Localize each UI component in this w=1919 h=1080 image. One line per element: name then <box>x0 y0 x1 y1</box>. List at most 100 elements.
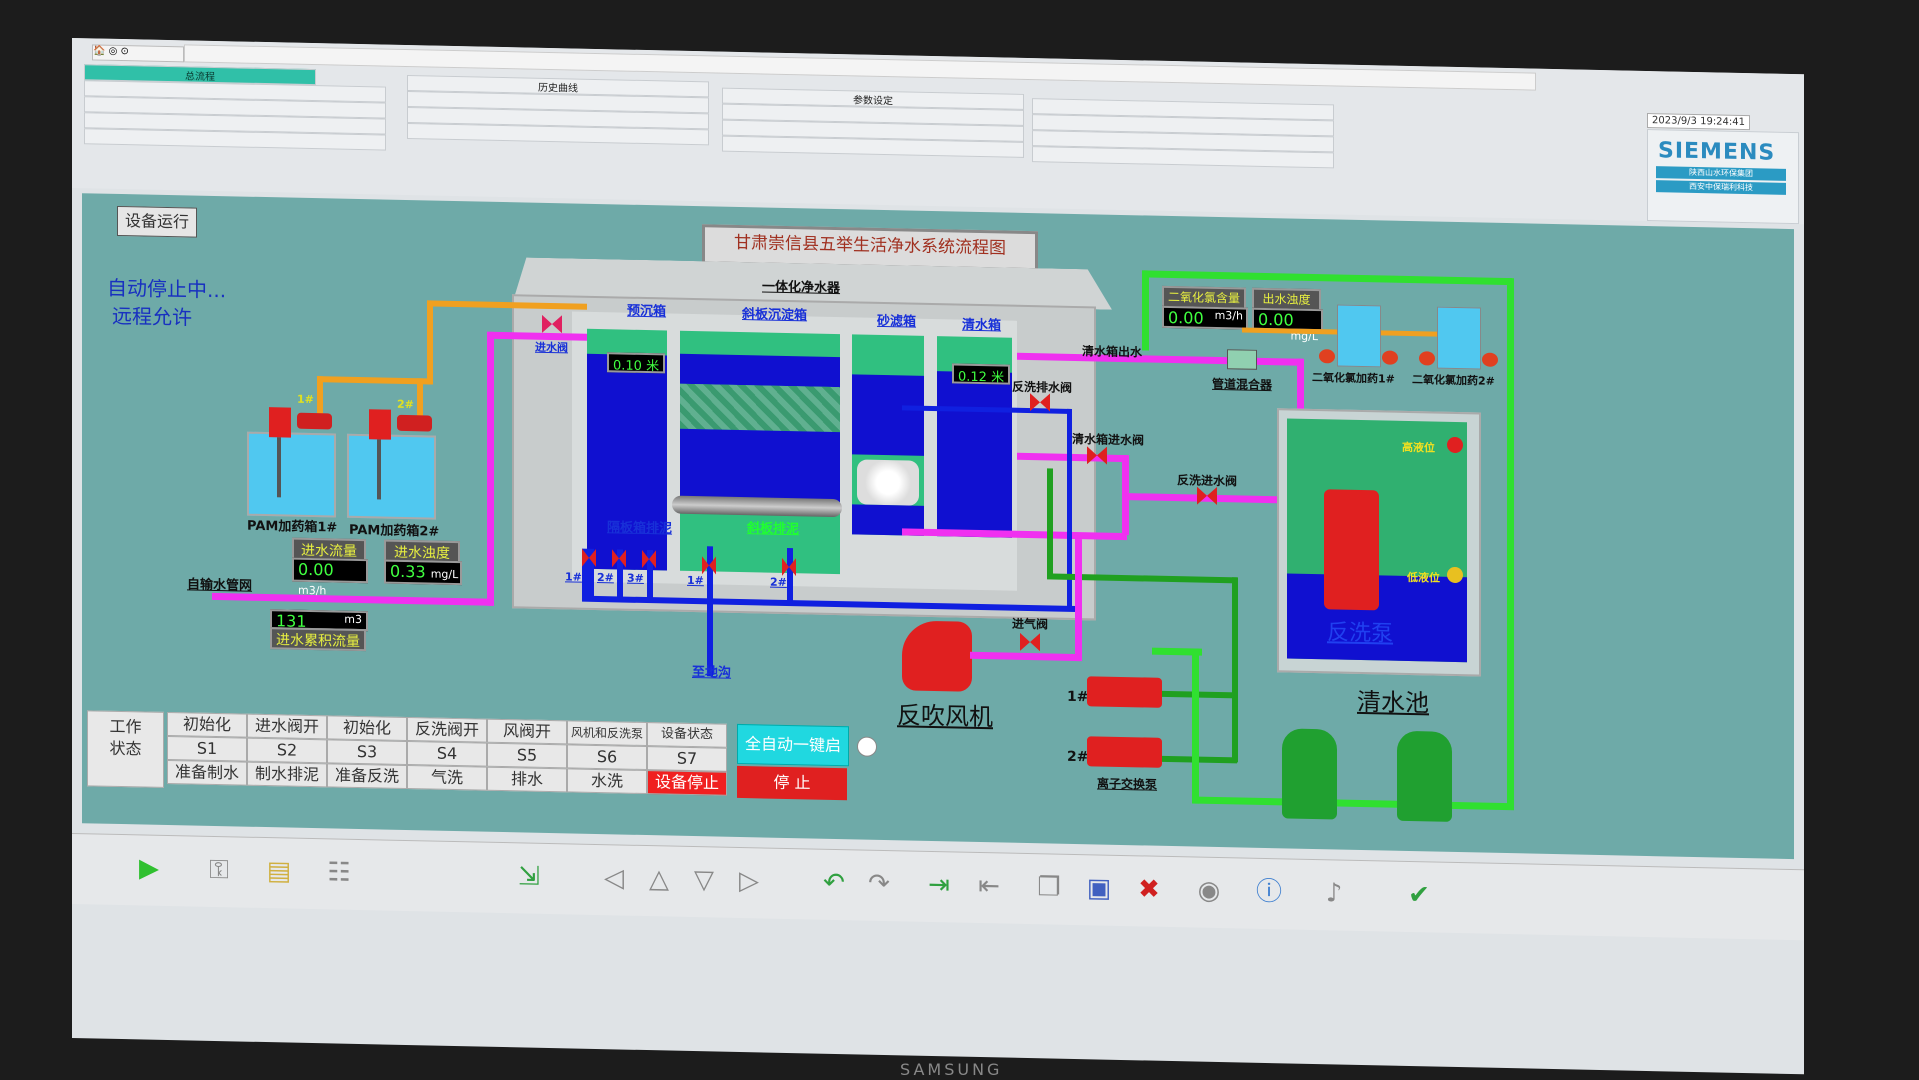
step-bottom: 准备反洗 <box>327 763 407 790</box>
pump-icon[interactable] <box>1382 350 1398 365</box>
mixer-label: 管道混合器 <box>1212 376 1273 393</box>
equipment-run-button[interactable]: 设备运行 <box>117 205 197 238</box>
work-status-label: 工作 状态 <box>87 710 164 788</box>
auto-start-button[interactable]: 全自动一键启动 <box>737 723 849 792</box>
low-level-label: 低液位 <box>1407 570 1440 585</box>
play-icon[interactable]: ▶ <box>139 853 159 884</box>
slant-water-top <box>680 353 840 388</box>
step-s7[interactable]: 设备状态 S7 设备停止 <box>647 722 727 799</box>
step-s3[interactable]: 初始化 S3 准备反洗 <box>327 715 407 792</box>
clo2-doser-tank-2 <box>1437 306 1481 370</box>
air-valve-label: 进气阀 <box>1012 616 1049 632</box>
arrow-up-icon[interactable]: △ <box>649 864 669 895</box>
step-code: S2 <box>247 737 327 764</box>
arrow-down-icon[interactable]: ▽ <box>694 865 714 896</box>
pre-tank-level: 0.10 米 <box>607 352 665 374</box>
step-top: 反洗阀开 <box>407 717 487 743</box>
clear-pool-label: 清水池 <box>1357 687 1429 718</box>
pam-tank-2 <box>347 433 436 520</box>
valve-num: 1# <box>687 573 704 588</box>
view-icon[interactable]: ◉ <box>1197 875 1221 907</box>
pump-icon[interactable] <box>1482 352 1498 367</box>
delete-icon[interactable]: ✖ <box>1138 874 1160 905</box>
pump-icon[interactable] <box>1319 349 1335 364</box>
step-top: 初始化 <box>327 715 407 742</box>
drain-slant-label: 斜板排泥 <box>747 521 800 538</box>
mixer-motor-icon <box>269 407 291 438</box>
turb-in-unit: mg/L <box>430 567 459 582</box>
ion-pump-1-icon[interactable] <box>1087 676 1162 708</box>
dosing-pipe <box>427 300 433 385</box>
turb-in-display: 0.33 mg/L <box>384 559 462 586</box>
clo2-display: 0.00 m3/h <box>1162 305 1248 330</box>
step-code: S5 <box>487 742 567 769</box>
clo2-doser-1-label: 二氧化氯加药1# <box>1312 370 1395 386</box>
arrow-left-icon[interactable]: ◁ <box>604 863 624 894</box>
header-pipe <box>672 495 842 518</box>
drain-pipe <box>787 547 793 604</box>
section-label-sand: 砂滤箱 <box>877 313 917 330</box>
step-top: 初始化 <box>167 711 247 738</box>
section-label-slant: 斜板沉淀箱 <box>742 307 808 324</box>
pam-tank-2-label: PAM加药箱2# <box>349 522 440 540</box>
cum-unit: m3 <box>344 612 362 627</box>
valve-num: 3# <box>627 571 644 585</box>
step-s2[interactable]: 进水阀开 S2 制水排泥 <box>247 713 327 791</box>
step-top: 风机和反洗泵 <box>567 720 647 747</box>
window-controls[interactable]: 🏠 ◎ ⊙ <box>92 44 184 63</box>
step-code: S3 <box>327 739 407 766</box>
step-s1[interactable]: 初始化 S1 准备制水 <box>167 711 247 789</box>
copy-icon[interactable]: ❐ <box>1037 872 1061 903</box>
key-icon[interactable]: ⚿ <box>209 854 229 886</box>
brand-sub2: 西安中保瑞利科技 <box>1656 180 1786 195</box>
check-icon[interactable]: ✔ <box>1408 879 1430 911</box>
list-icon[interactable]: ☷ <box>327 857 351 888</box>
low-level-indicator-icon <box>1447 566 1463 584</box>
backwash-drain-valve-label: 反洗排水阀 <box>1012 379 1073 395</box>
step-bottom: 准备制水 <box>167 759 247 786</box>
step-code: S1 <box>167 735 247 762</box>
pam-num: 2# <box>397 397 414 412</box>
clo2-doser-tank-1 <box>1337 304 1381 368</box>
redo-icon[interactable]: ↷ <box>868 868 890 900</box>
blower-icon[interactable] <box>902 620 972 692</box>
arrow-right-icon[interactable]: ▷ <box>739 865 759 897</box>
green-pipe <box>1047 468 1053 579</box>
siemens-logo: SIEMENS <box>1658 138 1776 166</box>
stop-button[interactable]: 停 止 <box>737 765 847 801</box>
logout-icon[interactable]: ⇤ <box>978 870 1000 902</box>
sound-icon[interactable]: ♪ <box>1325 878 1343 909</box>
backwash-inlet-valve-icon[interactable] <box>1197 487 1217 505</box>
dosing-pump-icon[interactable] <box>297 412 332 430</box>
section-label-pre: 预沉箱 <box>627 303 667 320</box>
inflow-display: 0.00 m3/h <box>292 557 368 597</box>
siemens-badge: SIEMENS 陕西山水环保集团 西安中保瑞利科技 <box>1647 128 1799 225</box>
step-s6[interactable]: 风机和反洗泵 S6 水洗 <box>567 720 647 797</box>
folder-icon[interactable]: ▤ <box>266 856 292 887</box>
undo-icon[interactable]: ↶ <box>823 867 845 899</box>
dosing-pump-icon[interactable] <box>397 414 432 432</box>
step-s5[interactable]: 风阀开 S5 排水 <box>487 718 567 796</box>
remote-status: 远程允许 <box>112 303 192 330</box>
info-icon[interactable]: ⓘ <box>1255 876 1282 908</box>
step-s4[interactable]: 反洗阀开 S4 气洗 <box>407 717 487 794</box>
inlet-pipe-label: 自输水管网 <box>187 577 253 594</box>
pre-settle-water <box>587 353 667 571</box>
step-bottom: 排水 <box>487 766 567 793</box>
high-level-label: 高液位 <box>1402 440 1435 455</box>
air-pipe <box>970 651 1080 662</box>
backwash-pump-icon[interactable] <box>1324 489 1379 611</box>
backwash-inlet-valve-label: 反洗进水阀 <box>1177 473 1238 489</box>
clear-inlet-valve-label: 清水箱进水阀 <box>1072 431 1145 448</box>
cum-head: 进水累积流量 <box>270 627 366 652</box>
mixer-shaft <box>377 439 381 500</box>
inflow-value: 0.00 <box>298 559 334 580</box>
pump-icon[interactable] <box>1419 351 1435 366</box>
pam-tank-1 <box>247 431 336 518</box>
login-icon[interactable]: ⇥ <box>928 869 950 901</box>
export-icon[interactable]: ⇲ <box>518 861 540 892</box>
slant-water-bottom <box>680 428 840 503</box>
air-valve-icon[interactable] <box>1020 633 1040 651</box>
turb-in-value: 0.33 <box>390 561 426 582</box>
save-icon[interactable]: ▣ <box>1086 873 1112 904</box>
